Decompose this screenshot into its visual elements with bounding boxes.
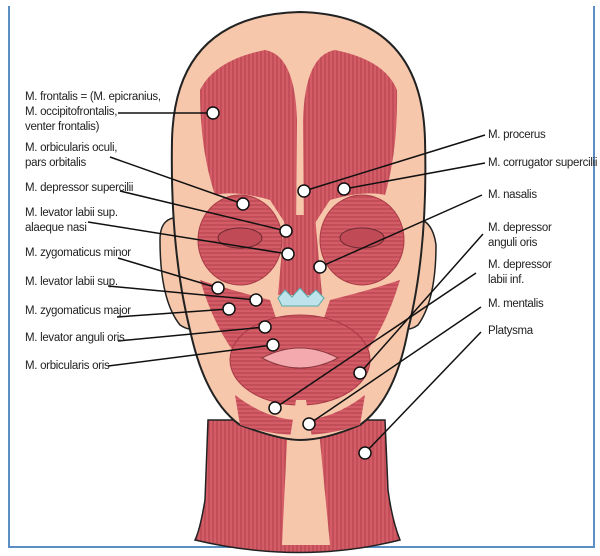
label-corrugator-supercilii: M. corrugator supercilii xyxy=(488,157,598,169)
marker-dots xyxy=(206,106,372,460)
label-platysma: Platysma xyxy=(488,325,533,337)
label-zygomaticus-major: M. zygomaticus major xyxy=(25,305,131,317)
label-depressor-supercilii: M. depressor supercilii xyxy=(25,182,134,194)
leader-lines xyxy=(87,112,486,454)
neck-skin-center xyxy=(282,420,330,545)
label-levator-labii-sup: M. levator labii sup. xyxy=(25,276,118,288)
nose-cartilage xyxy=(277,287,325,307)
chin xyxy=(235,395,365,435)
label-frontalis: M. frontalis = (M. epicranius,M. occipit… xyxy=(25,91,161,133)
label-procerus: M. procerus xyxy=(488,129,546,141)
label-orbicularis-oris: M. orbicularis oris xyxy=(25,360,110,372)
label-nasalis: M. nasalis xyxy=(488,189,537,201)
frontalis-left xyxy=(200,50,297,240)
label-zygomaticus-minor: M. zygomaticus minor xyxy=(25,247,131,259)
lips xyxy=(260,347,340,369)
label-mentalis: M. mentalis xyxy=(488,298,544,310)
label-orbicularis-oculi: M. orbicularis oculi,pars orbitalis xyxy=(25,142,118,169)
label-levator-anguli-oris: M. levator anguli oris xyxy=(25,332,125,344)
label-levator-labii-alaeque-nasi: M. levator labii sup.alaeque nasi xyxy=(25,207,118,234)
frontalis-right xyxy=(303,50,398,240)
